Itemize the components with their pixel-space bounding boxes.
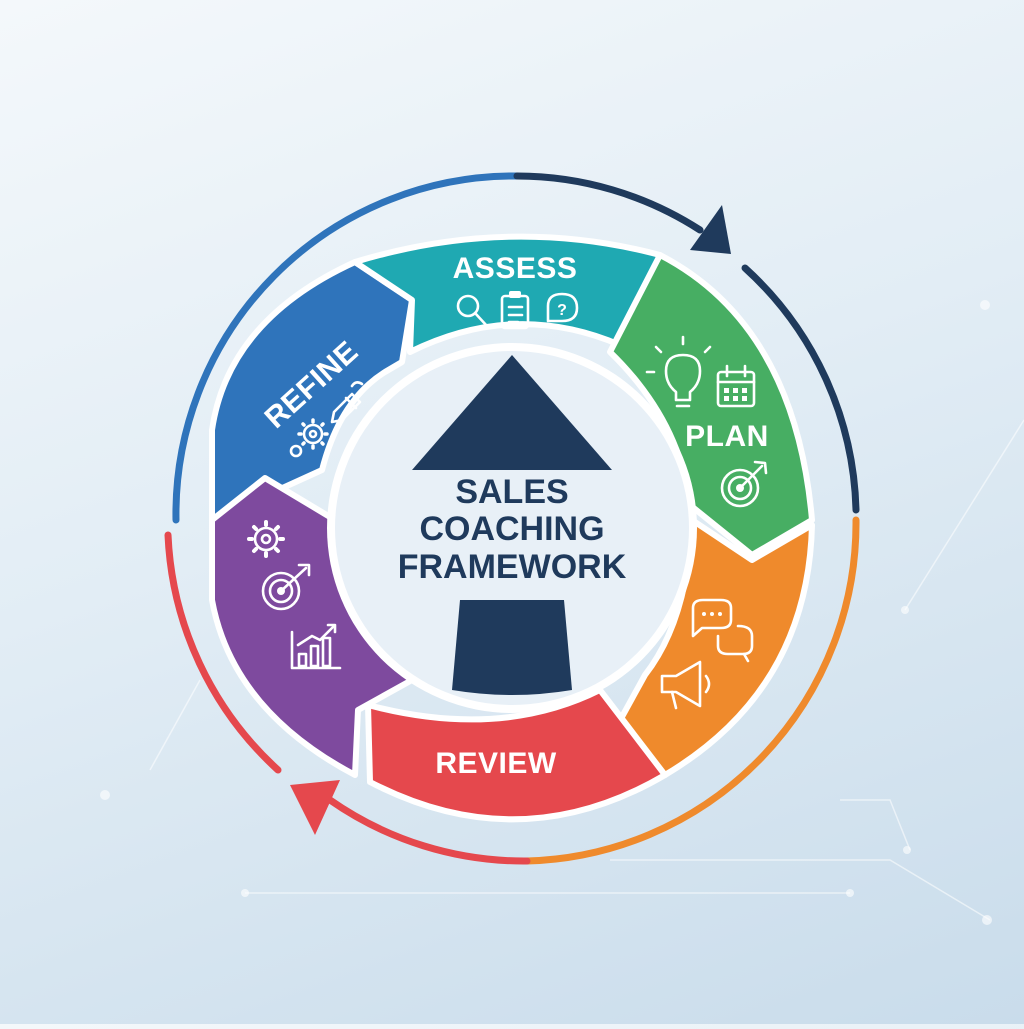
center-title-line1: SALES [455,473,568,511]
review-label: REVIEW [435,747,557,780]
outer-arc-blue [172,172,521,524]
outer-arc-navy-right [741,264,860,514]
megaphone-icon [660,660,711,710]
arrowhead-top-right [690,205,731,254]
outer-arc-red-bottom [326,796,531,865]
center-title-line2: COACHING [419,510,604,548]
ring-segments [209,233,815,823]
target-icon [261,563,311,611]
chat-bubbles-icon [691,598,754,663]
arrowhead-bottom-left [290,780,340,835]
outer-cycle-arrows [164,172,860,865]
question-bubble-icon: ? [546,292,579,323]
search-icon [456,294,489,328]
segment-review [365,687,668,823]
center-title-line3: FRAMEWORK [398,548,627,586]
center-arrow-head [412,355,612,470]
bar-chart-icon [290,623,342,670]
target-icon [720,460,768,508]
clipboard-icon [500,291,530,330]
plan-label: PLAN [685,420,769,453]
outer-arc-red-left [164,531,282,774]
svg-text:?: ? [557,302,567,319]
center-arrow-shaft [452,600,572,695]
segment-plan [607,252,815,558]
background-network-decoration [100,300,1024,925]
lightbulb-icon [645,335,712,408]
outer-arc-navy-top [513,172,704,234]
center-hub: SALES COACHING FRAMEWORK [327,343,697,713]
outer-arc-orange [523,516,860,865]
calendar-icon [716,364,756,408]
gear-icon [247,520,285,558]
pencil-icon [330,381,364,424]
assess-label: ASSESS [453,252,578,285]
gears-icon [289,418,329,458]
